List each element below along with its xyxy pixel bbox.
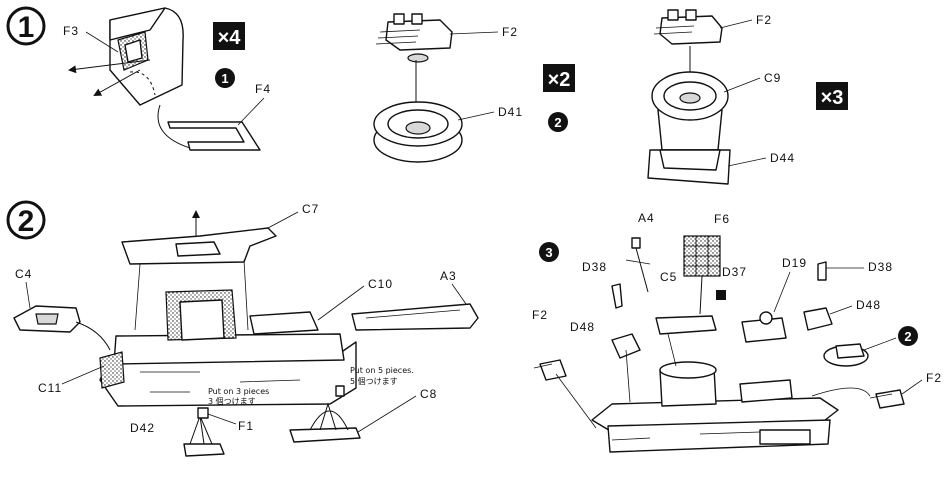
label-f2-d: F2 [926, 371, 942, 385]
f6-radar-part [683, 235, 721, 315]
label-f2-a: F2 [502, 25, 518, 39]
label-d48-b: D48 [856, 298, 881, 312]
c4-part [13, 305, 111, 351]
superstructure-hull-part [99, 289, 357, 407]
subassembly-3-badge: 3 [539, 242, 559, 262]
label-f3: F3 [63, 24, 79, 38]
svg-text:2: 2 [18, 205, 35, 238]
subassembly-2-ref-badge: 2 [898, 326, 918, 346]
label-f4: F4 [255, 82, 271, 96]
label-d42: D42 [130, 421, 155, 435]
label-c11: C11 [38, 381, 62, 395]
subassembly-2-badge: 2 [548, 112, 568, 132]
label-c10: C10 [368, 277, 393, 291]
subassembly-1-badge: 1 [215, 68, 235, 88]
label-c7: C7 [302, 202, 319, 216]
svg-text:3: 3 [545, 245, 552, 260]
label-c8: C8 [420, 387, 437, 401]
d38-part-a [611, 283, 623, 309]
f3-shield-part [68, 7, 184, 106]
a3-part [351, 303, 479, 331]
svg-text:×2: ×2 [548, 69, 571, 91]
multiplier-x4-badge: ×4 [213, 22, 245, 50]
c5-part [655, 315, 717, 335]
svg-text:×4: ×4 [218, 27, 242, 49]
label-f1: F1 [238, 419, 254, 433]
svg-text:2: 2 [554, 115, 561, 130]
label-c9: C9 [764, 71, 781, 85]
d48-part-a [611, 333, 641, 359]
f4-ladder-part [157, 104, 261, 151]
svg-text:1: 1 [221, 71, 228, 86]
step-2-badge: 2 [6, 200, 46, 240]
d38-part-b [817, 261, 827, 281]
note-put-on-5-jp: 5 個つけます [350, 376, 398, 386]
label-d19: D19 [782, 256, 807, 270]
c7-deck-part [121, 210, 277, 331]
label-d44: D44 [770, 151, 795, 165]
label-c5: C5 [660, 270, 677, 284]
label-d41: D41 [498, 105, 523, 119]
label-c4: C4 [15, 267, 32, 281]
svg-text:1: 1 [18, 11, 35, 44]
f2-gun-part-b [653, 9, 723, 45]
d37-part [716, 290, 726, 300]
d41-turret-assembly-ref [823, 343, 869, 367]
f2-gun-part-d [869, 389, 905, 409]
step-1-badge: 1 [6, 6, 46, 46]
f1-part [197, 385, 345, 419]
svg-text:×3: ×3 [821, 87, 844, 109]
label-d48-a: D48 [570, 320, 595, 334]
d48-part-b [803, 307, 833, 331]
svg-text:2: 2 [904, 329, 911, 344]
label-f2-b: F2 [756, 13, 772, 27]
multiplier-x2-badge: ×2 [543, 64, 575, 92]
c8-part [289, 402, 361, 443]
f2-gun-part-c [533, 359, 567, 381]
label-d38-a: D38 [582, 260, 607, 274]
note-put-on-3-jp: 3 個つけます [208, 396, 256, 406]
d19-part [741, 311, 787, 343]
note-put-on-5-en: Put on 5 pieces. [350, 366, 414, 375]
label-a3: A3 [440, 269, 457, 283]
d42-part [183, 414, 225, 457]
label-d37: D37 [722, 265, 747, 279]
a4-mast-part [625, 237, 651, 293]
c9-platform-part [651, 71, 729, 151]
label-f2-c: F2 [532, 308, 548, 322]
label-d38-b: D38 [868, 260, 893, 274]
d44-base-part [647, 149, 731, 185]
label-a4: A4 [638, 211, 655, 225]
note-put-on-3-en: Put on 3 pieces [208, 387, 269, 396]
d41-base-part [373, 101, 463, 163]
label-f6: F6 [714, 212, 730, 226]
multiplier-x3-badge: ×3 [816, 82, 848, 110]
step3-hull-part [591, 361, 839, 453]
f2-gun-part-a [375, 13, 453, 63]
